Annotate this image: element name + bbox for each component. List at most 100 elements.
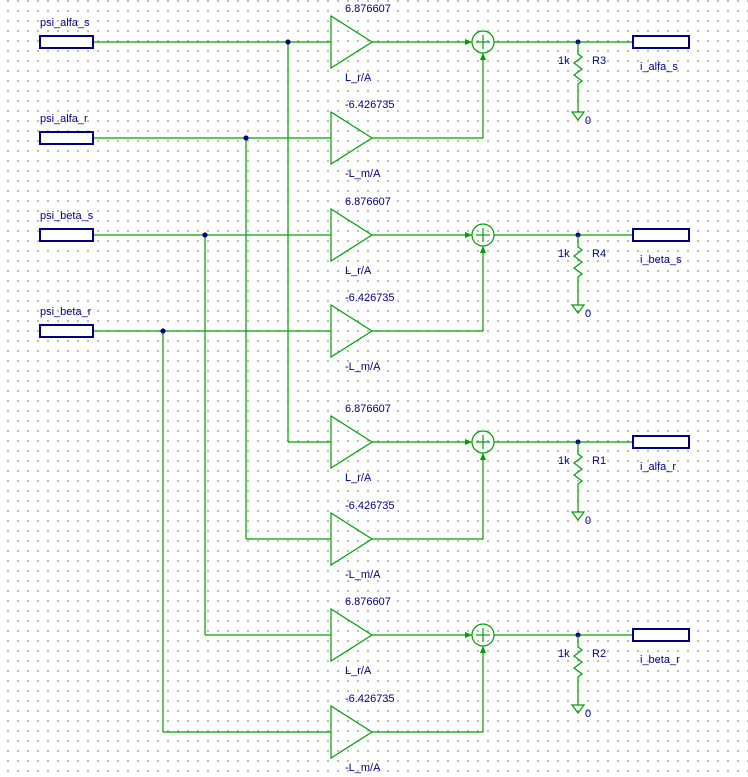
gain-value: -6.426735 — [345, 99, 395, 111]
gain-value: -6.426735 — [345, 500, 395, 512]
ground-triangle — [570, 111, 586, 121]
output-label: i_alfa_r — [640, 461, 676, 473]
gain-label: L_r/A — [345, 72, 372, 84]
junction-dot — [285, 39, 291, 45]
port-body — [39, 131, 94, 145]
junction-dot — [243, 135, 249, 141]
gain-out-wire — [372, 646, 484, 733]
ground-label: 0 — [585, 708, 591, 720]
gain-triangle — [330, 110, 374, 166]
sum-junction — [471, 30, 495, 54]
input-port-psi_beta_r — [39, 324, 94, 338]
ground-symbol: 0 — [570, 697, 591, 720]
sum-circle — [471, 430, 495, 454]
gain-value: -6.426735 — [345, 292, 395, 304]
gain-out-wire — [372, 453, 484, 540]
resistor-value: 1k — [558, 55, 570, 67]
ground-triangle — [570, 304, 586, 314]
resistor-name: R3 — [592, 55, 606, 67]
arrow-head — [480, 53, 486, 60]
ground-label: 0 — [585, 115, 591, 127]
resistor-body — [573, 42, 583, 104]
arrow-head — [480, 246, 486, 253]
port-body — [632, 628, 690, 642]
output-port-i_beta_s — [632, 228, 690, 242]
gain-value: 6.876607 — [345, 403, 391, 415]
arrow-head — [465, 632, 472, 638]
resistor-name: R4 — [592, 248, 606, 260]
sum-junction — [471, 623, 495, 647]
resistor: 1k R3 — [558, 42, 606, 104]
gain-triangle — [330, 303, 374, 359]
input-label: psi_beta_r — [40, 306, 92, 318]
gain-triangle — [330, 414, 374, 470]
gain-triangle — [330, 207, 374, 263]
gain-label: -L_m/A — [345, 569, 381, 581]
output-label: i_alfa_s — [640, 61, 678, 73]
gain-triangle — [330, 511, 374, 567]
output-port-i_alfa_r — [632, 435, 690, 449]
arrow-head — [480, 646, 486, 653]
gain-label: -L_m/A — [345, 361, 381, 373]
port-body — [39, 228, 94, 242]
gain-triangle — [330, 14, 374, 70]
arrow-head — [480, 453, 486, 460]
sum-junction — [471, 430, 495, 454]
ground-label: 0 — [585, 308, 591, 320]
wires — [93, 41, 633, 733]
input-label: psi_alfa_r — [40, 113, 88, 125]
gain-label: -L_m/A — [345, 168, 381, 180]
output-label: i_beta_s — [640, 254, 682, 266]
resistor-body — [573, 635, 583, 697]
arrow-head — [465, 39, 472, 45]
sum-circle — [471, 223, 495, 247]
gain-label: L_r/A — [345, 665, 372, 677]
gain-block-b: -6.426735-L_m/A — [330, 693, 395, 774]
ground-symbol: 0 — [570, 104, 591, 127]
ground-label: 0 — [585, 515, 591, 527]
gain-block-b: -6.426735 -L_m/A — [330, 99, 395, 180]
gain-block-b: -6.426735 -L_m/A — [330, 292, 395, 373]
gain-value: 6.876607 — [345, 196, 391, 208]
port-body — [39, 35, 94, 49]
arrow-head — [465, 439, 472, 445]
resistor: 1k R1 — [558, 442, 606, 504]
gain-value: -6.426735 — [345, 693, 395, 705]
gain-triangle — [330, 704, 374, 760]
labels: psi_alfa_s psi_alfa_r psi_beta_s psi_beta_r… — [40, 17, 682, 666]
junction-dot — [160, 328, 166, 334]
input-port-psi_alfa_s — [39, 35, 94, 49]
port-body — [632, 228, 690, 242]
port-body — [632, 35, 690, 49]
port-body — [632, 435, 690, 449]
resistor-body — [573, 442, 583, 504]
sum-circle — [471, 623, 495, 647]
resistor-value: 1k — [558, 455, 570, 467]
resistor-name: R1 — [592, 455, 606, 467]
gain-value: 6.876607 — [345, 596, 391, 608]
output-port-i_beta_r — [632, 628, 690, 642]
sum-circle — [471, 30, 495, 54]
gain-label: L_r/A — [345, 472, 372, 484]
gain-triangle — [330, 607, 374, 663]
gain-value: 6.876607 — [345, 3, 391, 15]
resistor-body — [573, 235, 583, 297]
ground-triangle — [570, 511, 586, 521]
gain-out-wire — [372, 246, 484, 332]
input-label: psi_alfa_s — [40, 17, 90, 29]
gain-block-b: -6.426735 -L_m/A — [330, 500, 395, 581]
input-port-psi_beta_s — [39, 228, 94, 242]
ground-triangle — [570, 704, 586, 714]
input-label: psi_beta_s — [40, 210, 94, 222]
arrow-head — [465, 232, 472, 238]
gain-out-wire — [372, 53, 484, 139]
port-body — [39, 324, 94, 338]
